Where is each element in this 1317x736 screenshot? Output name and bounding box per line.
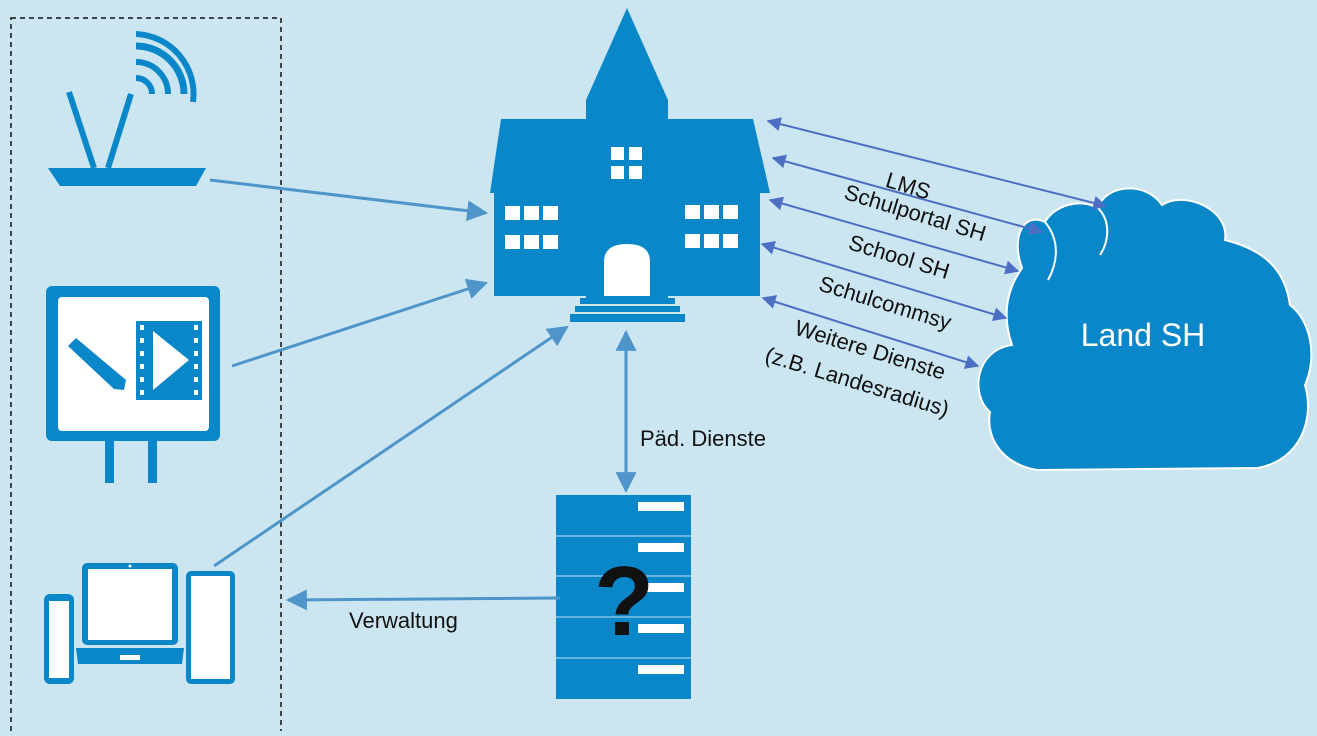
server-icon: ? bbox=[556, 495, 691, 699]
arrow-devices-to-school bbox=[213, 325, 569, 568]
tablet-icon bbox=[186, 571, 235, 684]
cloud-icon: Land SH bbox=[977, 187, 1313, 472]
arrow-lms bbox=[766, 117, 1108, 210]
arrow-router-to-school bbox=[209, 178, 489, 222]
server-unknown-mark: ? bbox=[594, 546, 654, 656]
computer-devices-icon bbox=[44, 563, 235, 684]
laptop-icon bbox=[76, 563, 184, 664]
phone-icon bbox=[44, 594, 74, 684]
link-label-paed-dienste: Päd. Dienste bbox=[640, 426, 766, 451]
pencil-icon bbox=[68, 338, 126, 390]
whiteboard-icon bbox=[46, 286, 220, 483]
cloud-label: Land SH bbox=[1081, 317, 1206, 353]
arrow-weitere-dienste bbox=[761, 295, 980, 369]
device-group-boundary bbox=[10, 17, 282, 736]
arrow-server-to-devices bbox=[285, 589, 561, 611]
router-icon bbox=[48, 31, 206, 186]
link-label-verwaltung: Verwaltung bbox=[349, 608, 458, 633]
school-building-icon bbox=[490, 8, 770, 322]
video-play-icon bbox=[136, 321, 202, 400]
arrow-whiteboard-to-school bbox=[231, 278, 488, 368]
